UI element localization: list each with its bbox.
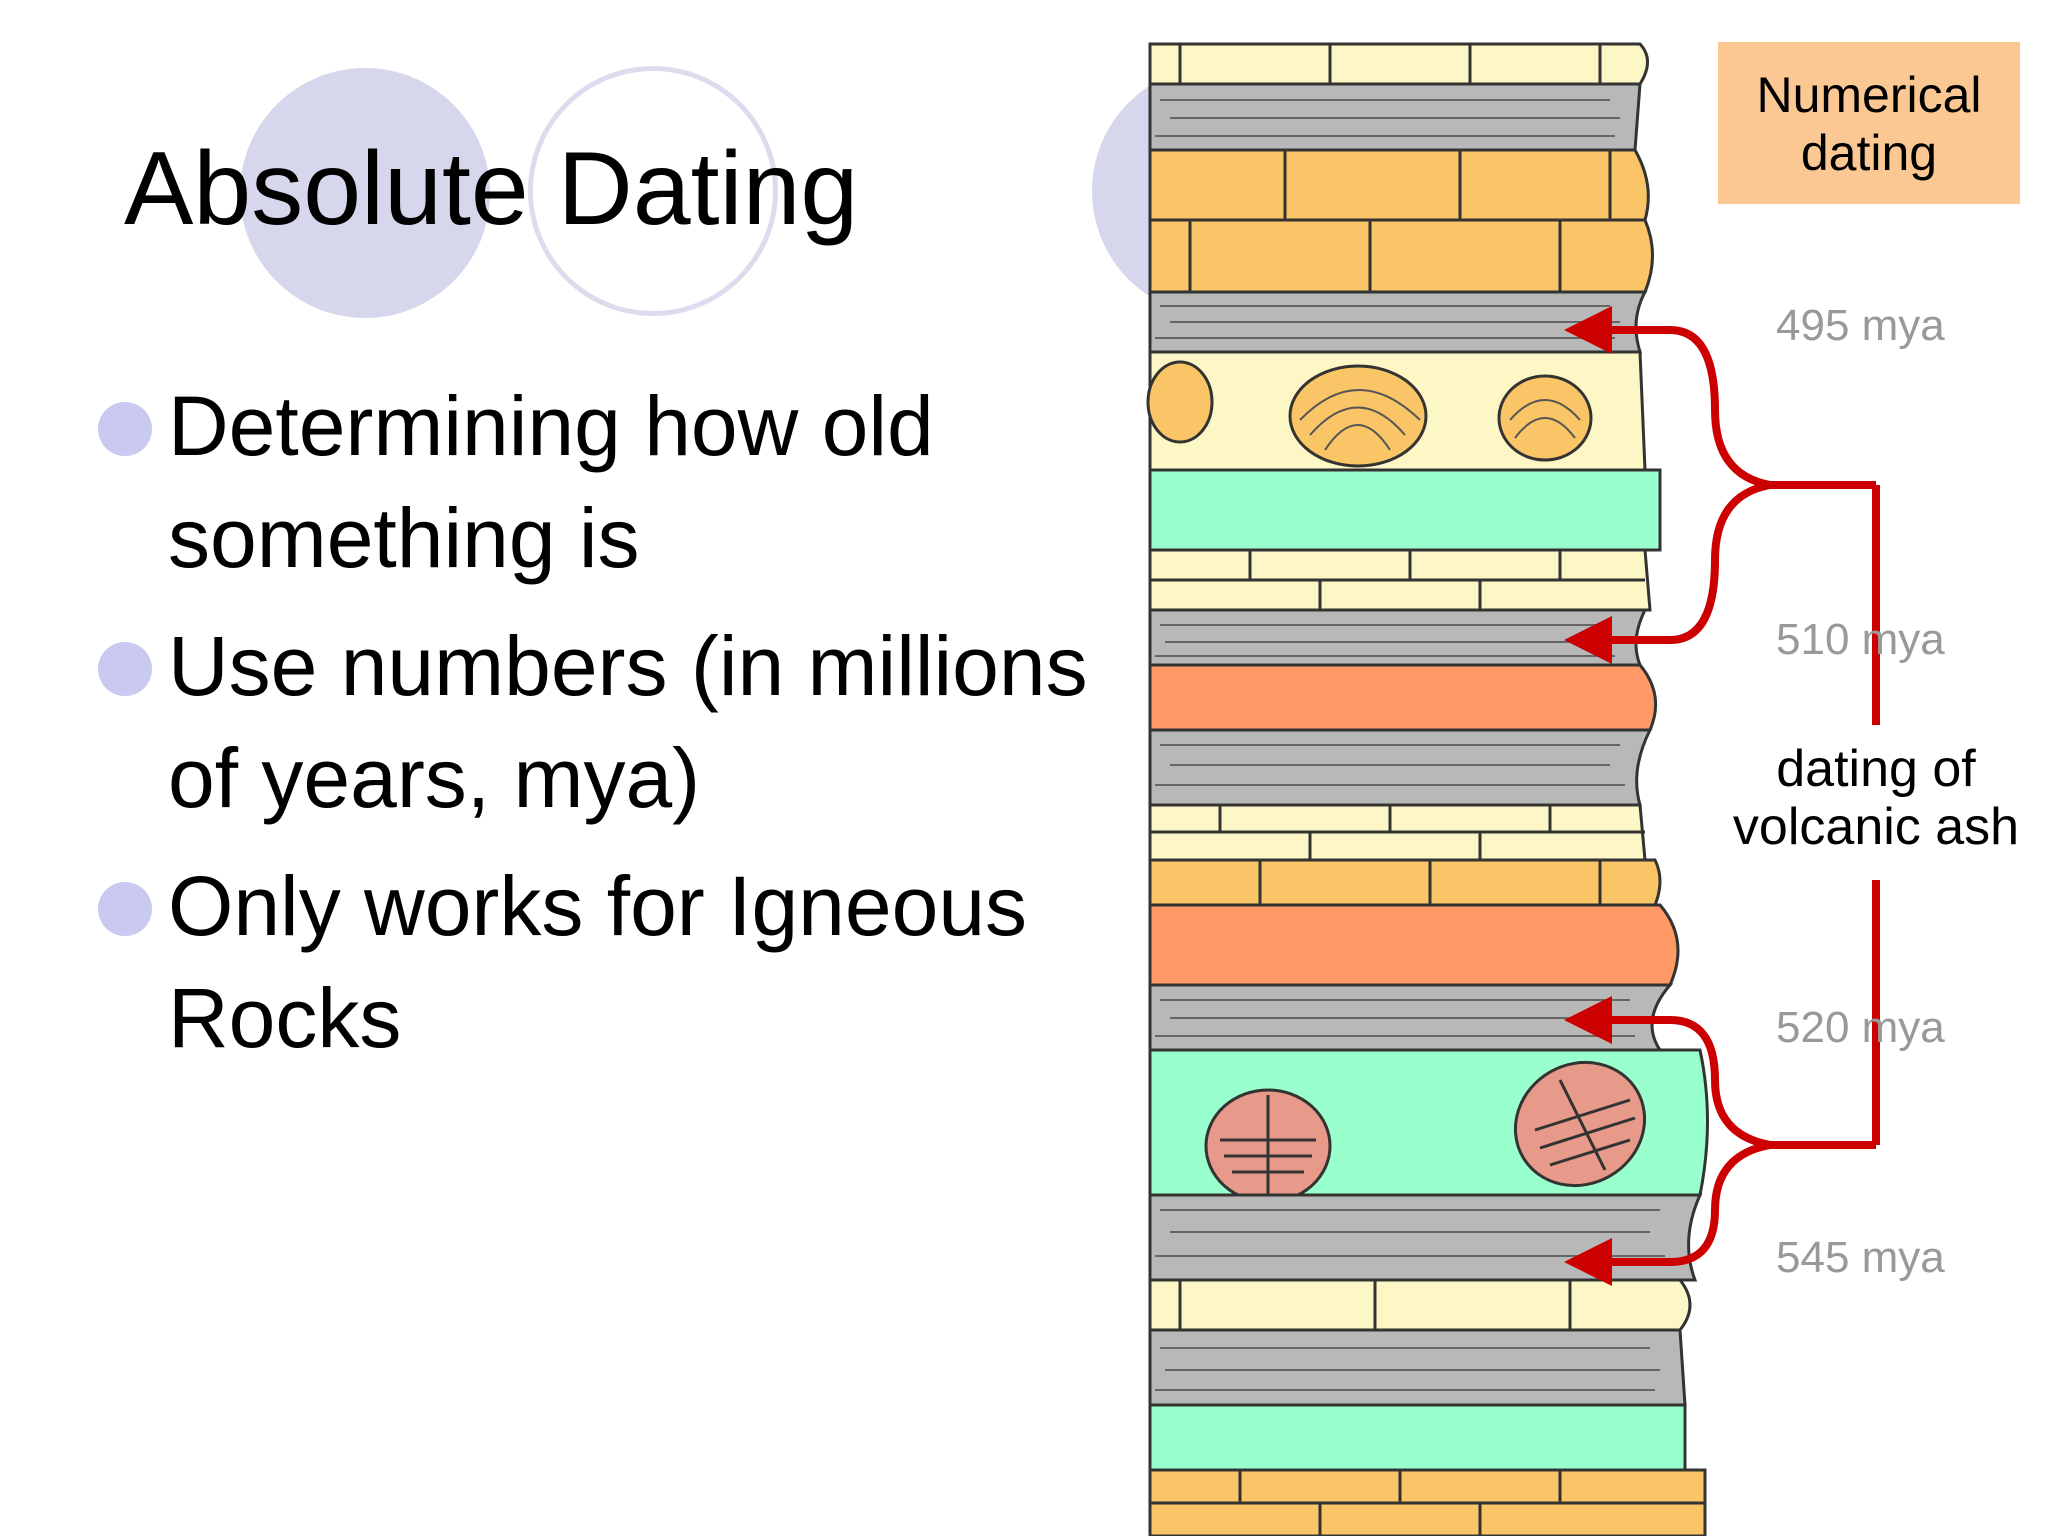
decor-circle-filled bbox=[240, 68, 490, 318]
layer-volcanic-ash bbox=[1148, 663, 1658, 732]
mid-label-line2: volcanic ash bbox=[1733, 798, 2019, 856]
bullet-item: Determining how old something is bbox=[98, 370, 1098, 594]
arrow-520 bbox=[1564, 996, 1771, 1149]
age-label-545: 545 mya bbox=[1776, 1233, 1945, 1282]
layer-shale bbox=[1148, 1328, 1687, 1407]
layer-limestone bbox=[1148, 1468, 1707, 1536]
age-label-510: 510 mya bbox=[1776, 615, 1945, 664]
layer-sandstone bbox=[1148, 1278, 1692, 1332]
layer-limestone bbox=[1148, 148, 1654, 294]
bullet-list: Determining how old something is Use num… bbox=[98, 370, 1098, 1090]
layer-fossil-shells bbox=[1146, 350, 1647, 472]
bullet-item: Only works for Igneous Rocks bbox=[98, 850, 1098, 1074]
layer-sandstone bbox=[1148, 548, 1652, 612]
arrow-495 bbox=[1564, 306, 1771, 489]
layer-volcanic-ash bbox=[1148, 903, 1680, 987]
layer-green bbox=[1148, 468, 1662, 552]
numerical-dating-box: Numerical dating bbox=[1718, 42, 2020, 204]
age-label-520: 520 mya bbox=[1776, 1003, 1945, 1052]
volcanic-ash-label: dating of volcanic ash bbox=[1708, 735, 2048, 875]
layer-limestone bbox=[1148, 858, 1662, 907]
dating-arrows bbox=[1564, 306, 1880, 1286]
layer-fossil-trilobites bbox=[1148, 1048, 1709, 1204]
box-label-line2: dating bbox=[1801, 125, 1937, 181]
layer-green bbox=[1148, 1403, 1687, 1472]
layer-shale bbox=[1148, 82, 1642, 152]
layer-shale bbox=[1148, 728, 1653, 807]
bullet-icon bbox=[98, 642, 152, 696]
arrow-510 bbox=[1564, 481, 1771, 664]
bullet-item: Use numbers (in millions of years, mya) bbox=[98, 610, 1098, 834]
decor-circle-outline bbox=[528, 66, 778, 316]
layer-sandstone bbox=[1148, 42, 1649, 86]
layer-sandstone bbox=[1148, 803, 1647, 862]
arrow-545 bbox=[1564, 1141, 1771, 1286]
layer-shale bbox=[1148, 608, 1648, 667]
layer-shale bbox=[1148, 290, 1648, 354]
age-label-495: 495 mya bbox=[1776, 301, 1945, 350]
bullet-text: Use numbers (in millions of years, mya) bbox=[168, 619, 1088, 825]
layer-shale bbox=[1148, 1193, 1703, 1282]
strata-column bbox=[1146, 42, 1709, 1536]
slide-title: Absolute Dating bbox=[124, 131, 859, 247]
box-label-line1: Numerical bbox=[1756, 67, 1981, 123]
bullet-icon bbox=[98, 402, 152, 456]
mid-label-line1: dating of bbox=[1776, 740, 1976, 798]
bullet-text: Determining how old something is bbox=[168, 379, 934, 585]
rock-strata-diagram: Numerical dating 495 mya 510 mya 520 mya… bbox=[1146, 42, 2048, 1536]
bullet-text: Only works for Igneous Rocks bbox=[168, 859, 1028, 1065]
bullet-icon bbox=[98, 882, 152, 936]
